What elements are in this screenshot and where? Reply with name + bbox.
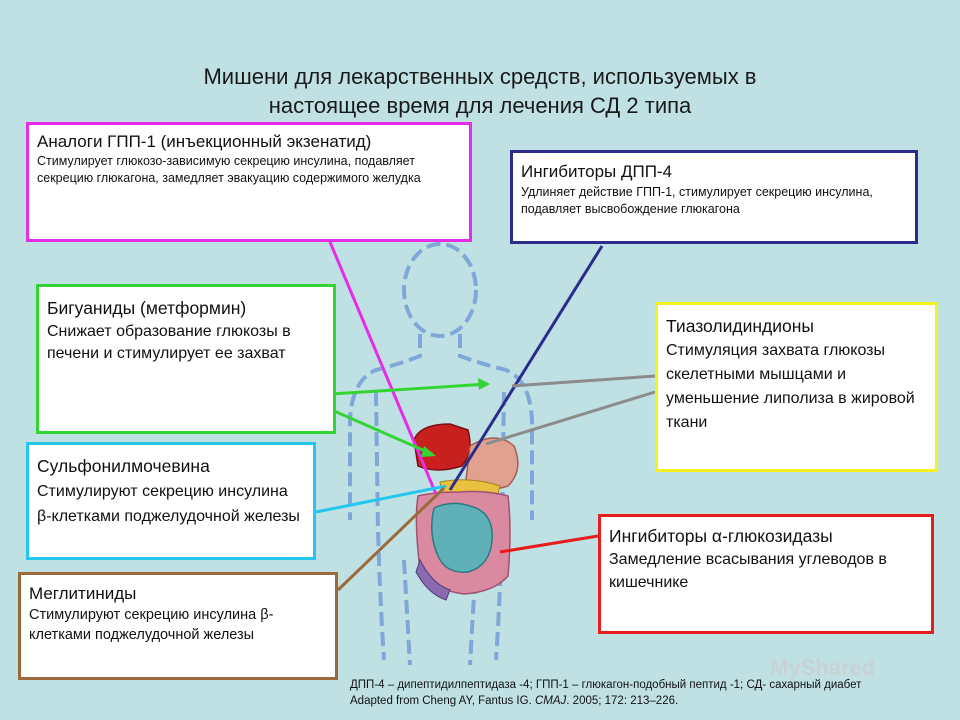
- sulfonylurea-description: Стимулируют секрецию инсулина β-клетками…: [37, 483, 300, 525]
- footnote-abbreviations: ДПП-4 – дипептидилпептидаза -4; ГПП-1 – …: [350, 679, 862, 691]
- biguanides-description: Снижает образование глюкозы в печени и с…: [47, 323, 291, 362]
- biguanides-box: Бигуаниды (метформин) Снижает образовани…: [36, 284, 336, 434]
- thiazolidinediones-heading: Тиазолидиндионы: [666, 316, 815, 336]
- slide-title: Мишени для лекарственных средств, исполь…: [90, 62, 870, 120]
- sulfonylurea-box: Сульфонилмочевина Стимулируют секрецию и…: [26, 442, 316, 560]
- dpp4-heading: Ингибиторы ДПП-4: [521, 162, 673, 181]
- dpp4-inhibitors-box: Ингибиторы ДПП-4 Удлиняет действие ГПП-1…: [510, 150, 918, 244]
- dpp4-connector-line: [448, 245, 604, 491]
- alpha-glucosidase-inhibitors-box: Ингибиторы α-глюкозидазы Замедление всас…: [598, 514, 934, 634]
- meglitinides-description: Стимулируют секрецию инсулина β-клетками…: [29, 607, 274, 643]
- dpp4-description: Удлиняет действие ГПП-1, стимулирует сек…: [521, 185, 873, 216]
- connector-arrowheads: [421, 378, 490, 457]
- footnote-source-prefix: Adapted from Cheng AY, Fantus IG.: [350, 695, 535, 707]
- title-line-1: Мишени для лекарственных средств, исполь…: [203, 64, 757, 89]
- organs: [413, 423, 519, 601]
- glp1-connector-line: [328, 241, 438, 495]
- glp1-analogs-box: Аналоги ГПП-1 (инъекционный экзенатид) С…: [26, 122, 472, 242]
- meglitinides-heading: Меглитиниды: [29, 584, 137, 603]
- thiazolidinediones-description: Стимуляция захвата глюкозы скелетными мы…: [666, 342, 915, 431]
- footnote-source-suffix: . 2005; 172: 213–226.: [566, 695, 679, 707]
- sulfonylurea-connector-line: [315, 484, 447, 514]
- tzd-connector-muscle: [511, 374, 656, 388]
- glp1-description: Стимулирует глюкозо-зависимую секрецию и…: [37, 154, 421, 185]
- small-intestine-shape: [431, 502, 493, 573]
- arrowhead-muscle: [478, 378, 490, 390]
- footnote: ДПП-4 – дипептидилпептидаза -4; ГПП-1 – …: [350, 677, 950, 709]
- thiazolidinediones-box: Тиазолидиндионы Стимуляция захвата глюко…: [655, 302, 938, 472]
- watermark-logo: MyShared: [770, 655, 876, 680]
- meglitinides-box: Меглитиниды Стимулируют секрецию инсулин…: [18, 572, 338, 680]
- glp1-heading: Аналоги ГПП-1 (инъекционный экзенатид): [37, 132, 372, 151]
- footnote-source-journal: CMAJ: [534, 695, 567, 707]
- alpha-glucosidase-description: Замедление всасывания углеводов в кишечн…: [609, 551, 887, 591]
- alpha-glucosidase-heading: Ингибиторы α-глюкозидазы: [609, 526, 833, 546]
- sulfonylurea-heading: Сульфонилмочевина: [37, 456, 210, 476]
- colon-segment-shape: [415, 558, 451, 601]
- meglitinide-connector-line: [336, 486, 446, 592]
- biguanides-heading: Бигуаниды (метформин): [47, 298, 247, 318]
- agi-connector-line: [499, 534, 599, 554]
- arrowhead-liver: [421, 446, 436, 457]
- title-line-2: настоящее время для лечения СД 2 типа: [268, 93, 692, 118]
- tzd-connector-fat: [485, 390, 656, 446]
